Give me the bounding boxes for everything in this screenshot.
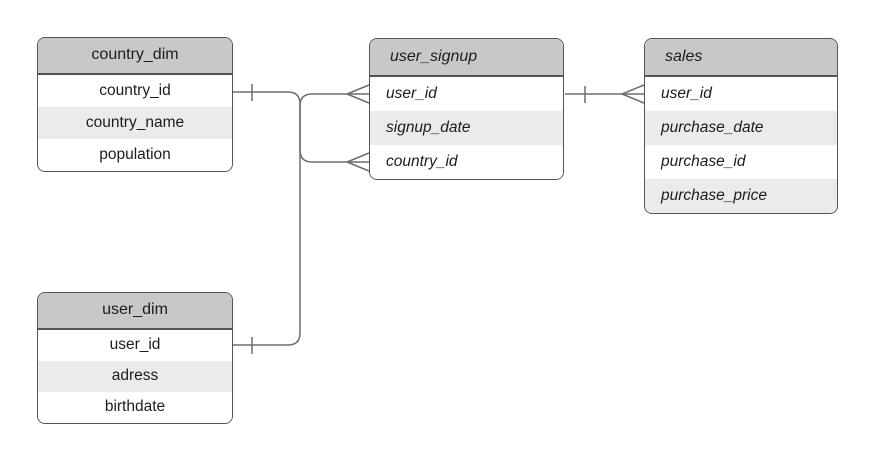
table-header[interactable]: sales [645,39,837,77]
column-label: purchase_id [661,152,746,170]
connector-line [233,93,347,346]
table-row[interactable]: country_name [38,106,232,139]
entity-table-user-signup[interactable]: user_signup user_id signup_date country_… [369,38,564,180]
connector-user-signup-to-sales[interactable] [565,84,645,104]
entity-table-sales[interactable]: sales user_id purchase_date purchase_id … [644,38,838,214]
table-title: country_dim [91,46,179,64]
column-label: user_id [109,336,161,353]
connector-country-dim-to-user-signup[interactable] [233,84,370,172]
table-header[interactable]: user_dim [38,293,232,330]
table-row[interactable]: signup_date [370,110,563,145]
table-row[interactable]: user_id [38,329,232,361]
column-label: country_id [386,152,458,170]
table-header[interactable]: country_dim [38,38,232,75]
table-row[interactable]: purchase_price [645,178,837,213]
crow-foot-icon [346,84,370,104]
entity-table-user-dim[interactable]: user_dim user_id adress birthdate [37,292,233,424]
column-label: user_id [386,84,437,102]
column-label: birthdate [104,398,166,415]
table-row[interactable]: purchase_date [645,110,837,145]
table-row[interactable]: population [38,138,232,171]
crow-foot-icon [346,152,370,172]
entity-table-country-dim[interactable]: country_dim country_id country_name popu… [37,37,233,172]
connector-line [233,91,347,163]
table-header[interactable]: user_signup [370,39,563,77]
column-label: adress [111,367,159,384]
table-row[interactable]: country_id [370,144,563,179]
column-label: user_id [661,84,712,102]
table-row[interactable]: country_id [38,74,232,107]
table-row[interactable]: adress [38,360,232,392]
crow-foot-icon [621,84,645,104]
table-row[interactable]: user_id [370,76,563,111]
column-label: country_name [85,113,185,131]
column-label: purchase_date [661,118,764,136]
table-row[interactable]: user_id [645,76,837,111]
table-row[interactable]: birthdate [38,391,232,423]
column-label: signup_date [386,118,471,136]
column-label: purchase_price [661,186,767,204]
column-label: population [99,145,171,163]
connector-user-dim-to-user-signup[interactable] [233,84,370,354]
table-title: sales [665,47,703,65]
table-row[interactable]: purchase_id [645,144,837,179]
table-title: user_dim [102,301,168,319]
column-label: country_id [99,81,171,99]
table-title: user_signup [390,47,478,65]
